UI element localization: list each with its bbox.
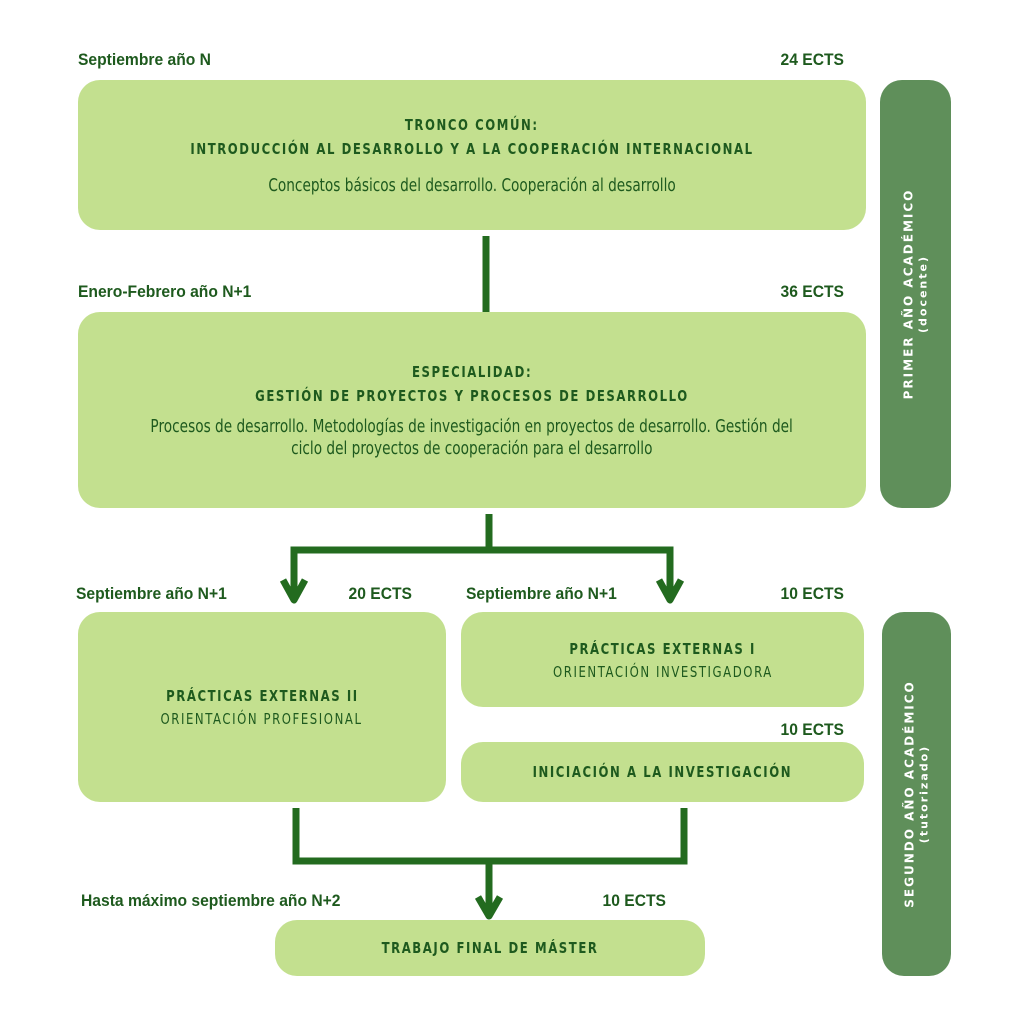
tronco-title-line2: INTRODUCCIÓN AL DESARROLLO Y A LA COOPER… bbox=[190, 140, 754, 158]
practicas1-credits: 10 ECTS bbox=[780, 584, 844, 603]
connector-merge bbox=[292, 808, 688, 865]
tfm-box: TRABAJO FINAL DE MÁSTER bbox=[275, 920, 705, 976]
practicas2-subtitle: ORIENTACIÓN PROFESIONAL bbox=[160, 710, 364, 728]
practicas1-date: Septiembre año N+1 bbox=[466, 584, 617, 603]
first-year-label: PRIMER AÑO ACADÉMICO (docente) bbox=[901, 189, 931, 400]
first-year-title: PRIMER AÑO ACADÉMICO bbox=[901, 188, 916, 400]
practicas1-title: PRÁCTICAS EXTERNAS I bbox=[569, 639, 756, 658]
practicas1-box: PRÁCTICAS EXTERNAS I ORIENTACIÓN INVESTI… bbox=[461, 612, 864, 707]
iniciacion-title: INICIACIÓN A LA INVESTIGACIÓN bbox=[532, 763, 793, 781]
iniciacion-credits: 10 ECTS bbox=[780, 720, 844, 739]
tronco-box: TRONCO COMÚN: INTRODUCCIÓN AL DESARROLLO… bbox=[78, 80, 866, 230]
second-year-panel: SEGUNDO AÑO ACADÉMICO (tutorizado) bbox=[882, 612, 951, 976]
first-year-subtitle: (docente) bbox=[916, 254, 930, 334]
tfm-date: Hasta máximo septiembre año N+2 bbox=[81, 891, 341, 910]
first-year-panel: PRIMER AÑO ACADÉMICO (docente) bbox=[880, 80, 951, 508]
practicas2-date: Septiembre año N+1 bbox=[76, 584, 227, 603]
practicas1-subtitle: ORIENTACIÓN INVESTIGADORA bbox=[552, 662, 773, 681]
tronco-credits: 24 ECTS bbox=[780, 50, 844, 69]
practicas2-title: PRÁCTICAS EXTERNAS II bbox=[165, 687, 359, 705]
tfm-credits: 10 ECTS bbox=[602, 891, 666, 910]
arrow-head-tfm bbox=[474, 895, 504, 920]
practicas2-credits: 20 ECTS bbox=[348, 584, 412, 603]
tfm-title: TRABAJO FINAL DE MÁSTER bbox=[381, 939, 599, 957]
second-year-label: SEGUNDO AÑO ACADÉMICO (tutorizado) bbox=[902, 680, 932, 907]
especialidad-credits: 36 ECTS bbox=[780, 282, 844, 301]
practicas2-box: PRÁCTICAS EXTERNAS II ORIENTACIÓN PROFES… bbox=[78, 612, 446, 802]
especialidad-title-line1: ESPECIALIDAD: bbox=[411, 363, 533, 381]
tronco-date: Septiembre año N bbox=[78, 50, 211, 69]
iniciacion-box: INICIACIÓN A LA INVESTIGACIÓN bbox=[461, 742, 864, 802]
arrow-head-right bbox=[655, 578, 685, 604]
especialidad-date: Enero-Febrero año N+1 bbox=[78, 282, 252, 301]
connector-split-branch bbox=[290, 546, 674, 598]
tronco-title-line1: TRONCO COMÚN: bbox=[405, 116, 539, 134]
especialidad-description-line1: Procesos de desarrollo. Metodologías de … bbox=[150, 416, 794, 437]
especialidad-description-line2: ciclo del proyectos de cooperación para … bbox=[291, 438, 653, 459]
arrow-head-left bbox=[279, 578, 309, 604]
second-year-subtitle: (tutorizado) bbox=[917, 744, 931, 844]
second-year-title: SEGUNDO AÑO ACADÉMICO bbox=[902, 680, 917, 908]
tronco-description: Conceptos básicos del desarrollo. Cooper… bbox=[268, 175, 676, 196]
especialidad-title-line2: GESTIÓN DE PROYECTOS Y PROCESOS DE DESAR… bbox=[255, 387, 689, 405]
especialidad-box: ESPECIALIDAD: GESTIÓN DE PROYECTOS Y PRO… bbox=[78, 312, 866, 508]
